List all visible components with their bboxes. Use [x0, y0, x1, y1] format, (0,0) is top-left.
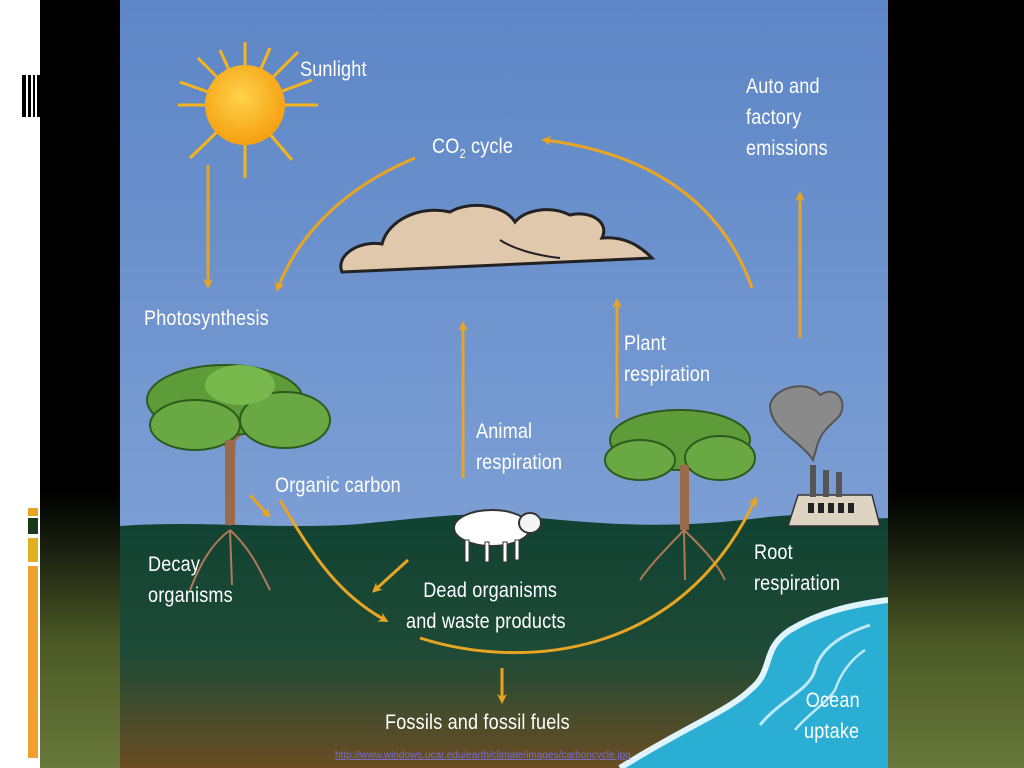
arrow-to-dead-organisms — [278, 499, 389, 622]
arrow-tree-to-decay — [248, 493, 271, 518]
label-photosynthesis: Photosynthesis — [144, 307, 269, 330]
co2-tail: cycle — [465, 135, 514, 158]
label-auto-factory-emissions: Auto and factory emissions — [746, 75, 828, 160]
carbon-cycle-diagram: Sunlight CO2 cycle Auto and factory emis… — [120, 0, 888, 768]
cloud-icon — [339, 203, 656, 274]
arrow-dead-to-root-respiration — [419, 496, 757, 655]
label-fossils: Fossils and fossil fuels — [385, 711, 570, 734]
label-co2-cycle: CO2 cycle — [432, 131, 513, 169]
arrow-emissions-to-co2 — [541, 135, 754, 289]
sun-icon — [178, 42, 318, 178]
diagram-art — [120, 0, 888, 768]
label-organic-carbon: Organic carbon — [275, 474, 401, 497]
label-decay-organisms: Decay organisms — [148, 553, 233, 607]
sheep-icon — [453, 509, 542, 563]
arrow-co2-to-photosynthesis — [275, 156, 416, 292]
factory-icon — [768, 385, 881, 527]
ocean — [620, 600, 888, 768]
arrow-sheep-to-dead — [372, 558, 410, 593]
slide-deco-top — [22, 75, 40, 117]
label-root-respiration: Root respiration — [754, 541, 841, 595]
ground — [120, 514, 888, 768]
label-animal-respiration: Animal respiration — [476, 420, 563, 474]
slide-deco-bottom — [28, 508, 38, 758]
label-dead-organisms: Dead organisms and waste products — [406, 579, 566, 633]
co2-subscript: 2 — [459, 146, 466, 162]
label-plant-respiration: Plant respiration — [624, 332, 711, 386]
tree-left-icon — [146, 364, 331, 591]
label-ocean-uptake: Ocean uptake — [804, 689, 860, 743]
co2-text: CO — [432, 135, 460, 158]
label-sunlight: Sunlight — [300, 58, 367, 81]
tree-right-icon — [604, 409, 756, 581]
source-link[interactable]: http://www.windows.ucar.edu/earth/climat… — [335, 750, 631, 761]
